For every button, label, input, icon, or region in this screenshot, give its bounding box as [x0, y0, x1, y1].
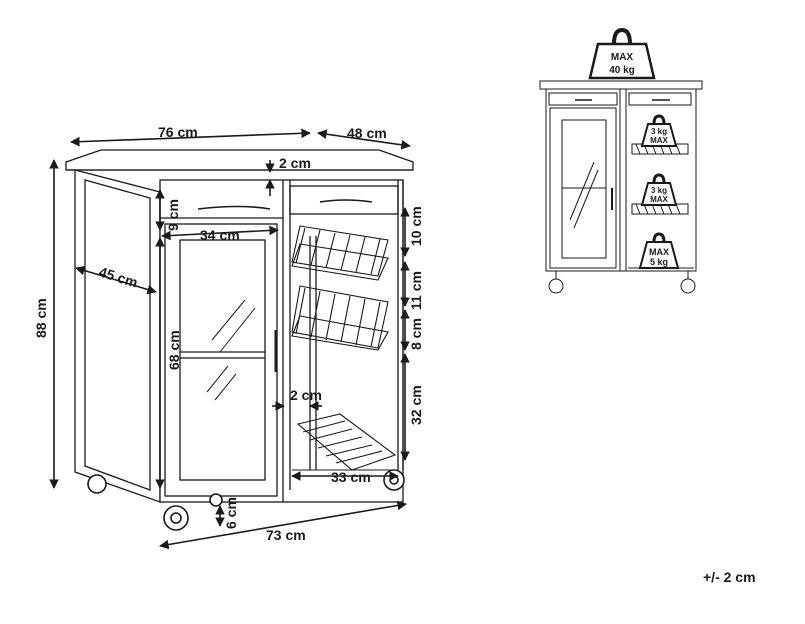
front-view-wheel-left: [548, 278, 564, 294]
front-view-body: [545, 88, 697, 272]
cabinet-side-panel: [74, 169, 161, 503]
dim-line-door-width: [161, 225, 279, 241]
dim-line-width-top: [70, 128, 311, 147]
cabinet-top: [65, 149, 414, 171]
load-shelf-value: 5 kg: [650, 257, 668, 267]
label-height-total: 88 cm: [33, 298, 49, 338]
cabinet-front-view: [539, 80, 703, 294]
cabinet-front: [159, 179, 404, 503]
dim-line-side-depth: [75, 265, 157, 295]
label-width-bottom: 73 cm: [266, 527, 306, 543]
label-depth-top: 48 cm: [347, 125, 387, 141]
load-basket-1-max: MAX: [650, 136, 668, 145]
side-panel-inset: [84, 179, 151, 491]
load-badges: MAX 40 kg 3 kg MAX 3 kg MAX MAX 5 kg: [588, 27, 680, 269]
label-width-top: 76 cm: [158, 124, 198, 140]
cabinet-main-view: [65, 149, 414, 531]
front-view-door: [549, 107, 617, 269]
label-basket-top: 10 cm: [408, 206, 424, 246]
tolerance-note: +/- 2 cm: [703, 569, 756, 585]
front-view-top: [539, 80, 703, 90]
label-panel-gap: 2 cm: [290, 387, 322, 403]
weight-basket-2-icon: 3 kg MAX: [640, 173, 678, 206]
weight-top-icon: MAX 40 kg: [588, 27, 656, 80]
label-leg-height: 6 cm: [223, 497, 239, 529]
dim-line-depth-top: [317, 129, 411, 150]
label-drawer-height: 9 cm: [165, 199, 181, 231]
label-door-width: 34 cm: [200, 227, 240, 243]
label-basket-gap: 11 cm: [408, 271, 424, 310]
load-shelf-max: MAX: [649, 247, 669, 257]
load-top-value: 40 kg: [609, 65, 635, 76]
weight-basket-1-icon: 3 kg MAX: [640, 114, 678, 147]
load-basket-2-max: MAX: [650, 195, 668, 204]
load-basket-2-value: 3 kg: [651, 186, 667, 195]
wire-basket-top: [291, 225, 389, 281]
weight-shelf-icon: MAX 5 kg: [638, 232, 680, 269]
load-top-max: MAX: [611, 52, 634, 63]
label-lower-height: 32 cm: [408, 385, 424, 425]
dimension-lines: [49, 128, 411, 550]
label-top-thickness: 2 cm: [279, 155, 311, 171]
load-basket-1-value: 3 kg: [651, 127, 667, 136]
dim-line-width-bottom: [159, 500, 407, 550]
drawer-handle-right: [319, 199, 373, 203]
label-door-height: 68 cm: [166, 330, 182, 370]
drawer-handle-left: [197, 205, 271, 210]
label-basket-height: 8 cm: [408, 318, 424, 350]
label-rack-width: 33 cm: [331, 469, 371, 485]
front-view-wheel-right: [680, 278, 696, 294]
wire-basket-bottom: [291, 285, 389, 351]
